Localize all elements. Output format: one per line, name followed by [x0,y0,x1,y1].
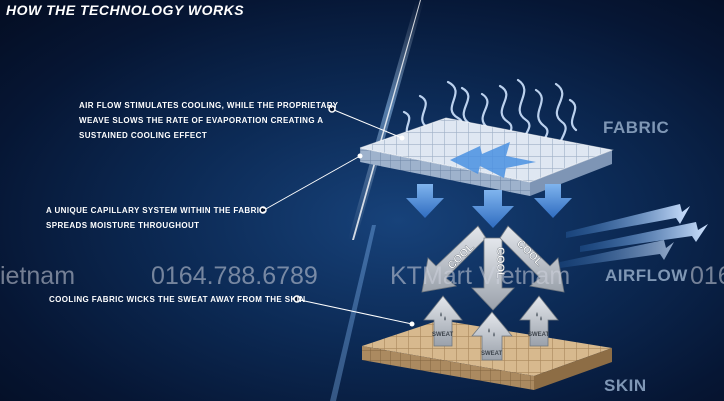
airflow-label: AIRFLOW [605,266,688,285]
sweat-labels: SWEAT SWEAT SWEAT [432,332,550,357]
fabric-label: FABRIC [603,118,670,137]
light-streak [330,0,424,401]
callout-capillary: A UNIQUE CAPILLARY SYSTEM WITHIN THE FAB… [46,203,266,233]
cool-arrows-icon [421,225,565,311]
callout-leaders [263,109,413,325]
sweat-label-right: SWEAT [528,332,550,338]
page-title: HOW THE TECHNOLOGY WORKS [6,2,245,18]
cool-label-center: COOL [494,247,506,279]
callout-airflow: AIR FLOW STIMULATES COOLING, WHILE THE P… [79,98,338,143]
callout-dots-end [357,135,415,327]
callout-dot-capillary [259,206,267,214]
airflow-streak-arrows-icon [560,204,708,268]
moisture-down-arrows-icon [406,184,572,228]
callout-airflow-line-3: SUSTAINED COOLING EFFECT [79,131,208,140]
callout-capillary-line-2: SPREADS MOISTURE THROUGHOUT [46,221,200,230]
sweat-up-arrows-icon [423,295,559,361]
sweat-label-left: SWEAT [432,332,454,338]
watermark-brand: KTMart Vietnam [390,262,571,290]
callout-wicks: COOLING FABRIC WICKS THE SWEAT AWAY FROM… [49,292,306,307]
callout-wicks-line: COOLING FABRIC WICKS THE SWEAT AWAY FROM… [49,295,306,304]
callout-airflow-line-2: WEAVE SLOWS THE RATE OF EVAPORATION CREA… [79,116,324,125]
sweat-label-center: SWEAT [481,351,503,357]
sweat-drops-icon [440,312,542,337]
skin-label: SKIN [604,376,647,395]
callout-dot-airflow [328,105,336,113]
callout-dot-wicks [293,295,301,303]
spread-arrows-icon [450,142,536,178]
callout-capillary-line-1: A UNIQUE CAPILLARY SYSTEM WITHIN THE FAB… [46,206,266,215]
watermark-left: ietnam [0,262,76,290]
callout-dots [259,105,336,303]
watermark-right: 016 [690,262,724,290]
watermark-phone: 0164.788.6789 [151,262,318,290]
callout-airflow-line-1: AIR FLOW STIMULATES COOLING, WHILE THE P… [79,101,339,110]
